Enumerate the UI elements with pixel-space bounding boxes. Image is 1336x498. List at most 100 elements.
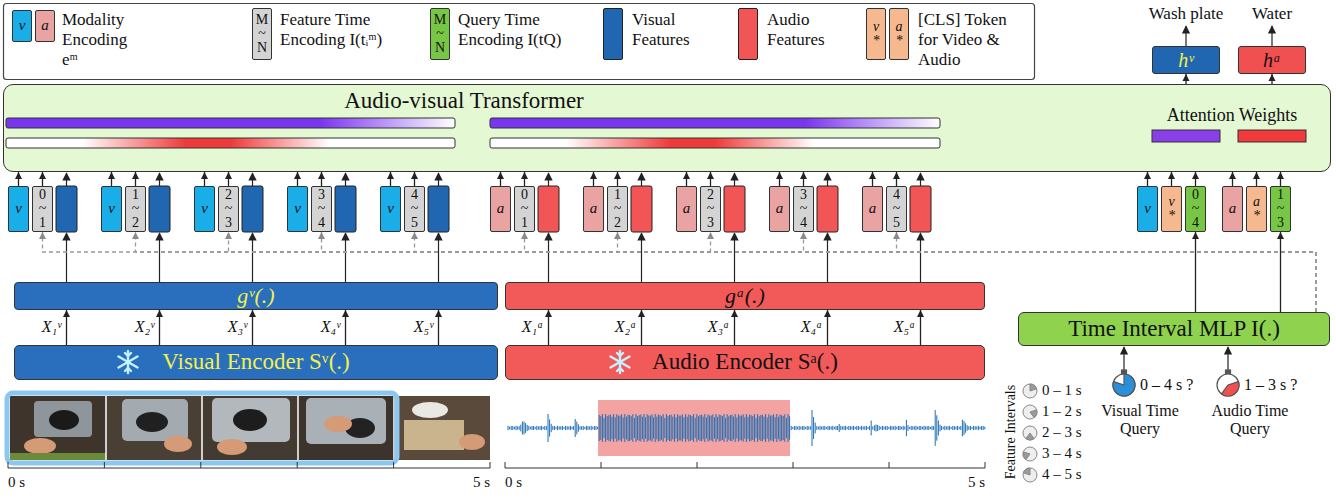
connector: [63, 310, 70, 345]
interval-clock: [1023, 452, 1030, 460]
connector-line: [66, 310, 67, 345]
connector: [249, 310, 256, 345]
query-interval: 1 – 3 s ?: [1244, 376, 1330, 394]
time-axis: [490, 462, 491, 468]
attention-bar: [490, 118, 940, 128]
node-text: v: [387, 200, 394, 217]
video-frames: [212, 398, 290, 442]
connector-line: [297, 172, 298, 186]
query-clock: [1122, 370, 1127, 374]
arrow-head: [731, 310, 738, 317]
feature-arrow: [66, 233, 67, 282]
interval-clock: [1023, 426, 1037, 440]
connector: [225, 172, 232, 186]
video-frames: [412, 402, 448, 418]
connector: [638, 310, 645, 345]
audio-feature-box: [724, 186, 745, 232]
feature-arrow: [827, 233, 828, 282]
time-axis: [8, 468, 490, 469]
arrow-head: [869, 172, 876, 179]
connector-line: [710, 172, 711, 186]
video-frames: [7, 393, 397, 463]
query-clock: [1217, 370, 1239, 396]
transformer-box: Audio-visual TransformerAttention Weight…: [3, 84, 1331, 172]
time-token: 1 ~ 2: [607, 186, 628, 232]
node-text: 4 ~ 5: [893, 188, 901, 230]
node-text: a: [590, 200, 598, 217]
connector: [800, 172, 807, 186]
attention-bar: [1238, 130, 1306, 142]
audio-feature-box: [817, 186, 838, 232]
connector-line: [1280, 172, 1281, 186]
arrow-head: [614, 232, 621, 239]
connector: [39, 172, 46, 186]
connector-line: [159, 310, 160, 345]
video-frames: [298, 396, 394, 460]
time-encoding-link: [893, 232, 1316, 312]
modality-token: a: [583, 186, 604, 232]
connector: [521, 172, 528, 186]
time-token: 4 ~ 5: [886, 186, 907, 232]
axis-label: 0 s: [505, 474, 545, 491]
time-encoding-link: [132, 232, 1316, 312]
frozen-snowflake: [611, 357, 630, 368]
time-encoding-link: [800, 232, 1316, 312]
feature-arrow: [345, 173, 346, 186]
arrow-head: [387, 172, 394, 179]
query-caption: Audio Time Query: [1202, 402, 1298, 439]
time-encoding-link: [521, 232, 1316, 312]
node-text: 2 ~ 3: [707, 188, 715, 230]
edge-label: X₅ᵃ: [894, 318, 916, 336]
arrow-head: [893, 172, 900, 179]
video-frames: [394, 396, 490, 460]
legend-text: Modality Encoding eᵐ: [62, 10, 144, 70]
modality-token: a: [1222, 186, 1243, 232]
modality-token: v: [1137, 186, 1158, 232]
interval-clock: [1023, 468, 1037, 482]
connector-line: [1171, 172, 1172, 186]
interval-label: 0 – 1 s: [1042, 382, 1102, 399]
connector-line: [321, 172, 322, 186]
cls-token: v *: [866, 8, 886, 60]
connector-line: [345, 310, 346, 345]
connector-line: [204, 172, 205, 186]
arrow-head: [1269, 74, 1276, 81]
visual-feature-box: [56, 186, 449, 232]
node-text: 0 ~ 1: [521, 188, 529, 230]
edge-label: X₄ᵃ: [801, 318, 823, 336]
output-arrow: [1227, 347, 1228, 373]
connector-line: [135, 172, 136, 186]
frozen-snowflake: [125, 353, 128, 356]
query-clock: [1113, 370, 1239, 396]
audio-waveform: [598, 400, 790, 456]
feature-arrow: [252, 173, 253, 186]
node-text: v: [19, 17, 26, 34]
video-frames: [7, 393, 490, 463]
connector-line: [1185, 74, 1186, 84]
connector: [917, 310, 924, 345]
video-frames: [34, 401, 92, 437]
node-text: v: [108, 200, 115, 217]
output-arrow: [1271, 26, 1272, 46]
visual-feature-box: [56, 186, 77, 232]
audio-feature-box: [631, 186, 652, 232]
arrow-head: [614, 172, 621, 179]
connector: [824, 310, 831, 345]
connector-line: [896, 172, 897, 186]
connector-line: [617, 172, 618, 186]
frozen-snowflake: [611, 357, 630, 368]
node-text: a: [41, 17, 49, 34]
interval-clock: [1023, 384, 1037, 398]
connector-line: [228, 172, 229, 186]
video-frames: [345, 418, 375, 438]
arrow-head: [1253, 172, 1260, 179]
time-token: 2 ~ 3: [218, 186, 239, 232]
connector: [869, 172, 876, 186]
video-frames: [24, 438, 56, 454]
connector: [776, 172, 783, 186]
frozen-snowflake: [119, 357, 138, 368]
frozen-snowflake: [611, 351, 630, 373]
frozen-snowflake: [119, 351, 630, 373]
node-text: a *: [1253, 195, 1260, 223]
